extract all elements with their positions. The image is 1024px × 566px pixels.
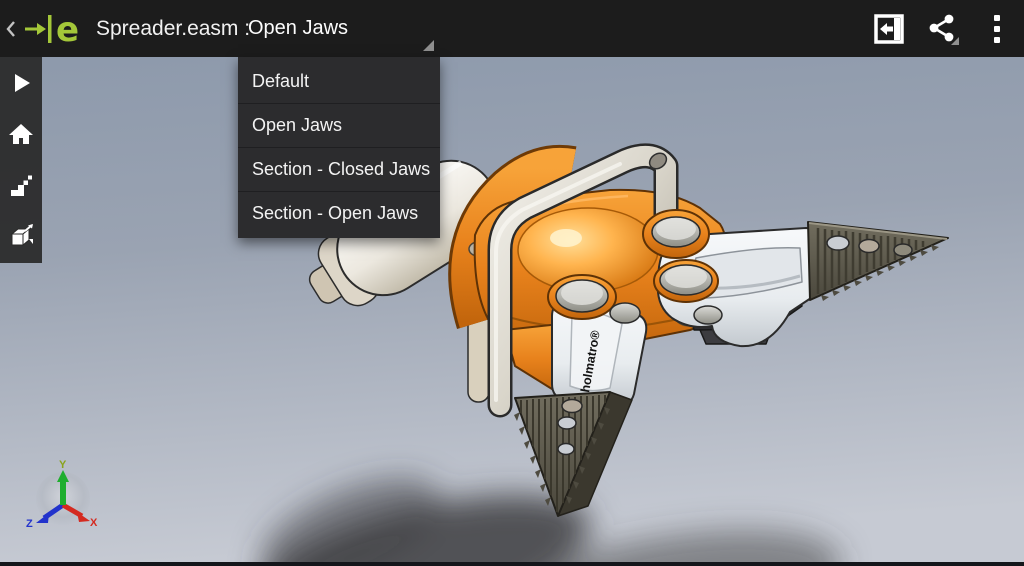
spinner-selected-label: Open Jaws — [248, 17, 349, 39]
cube-explode-button[interactable] — [0, 215, 42, 259]
share-button[interactable] — [916, 0, 970, 57]
right-jaw — [807, 221, 949, 301]
home-view-button[interactable] — [0, 112, 42, 156]
overflow-menu-icon — [994, 14, 1000, 43]
axis-y-label: Y — [59, 459, 67, 471]
left-toolbar — [0, 57, 42, 263]
return-button[interactable] — [862, 0, 916, 57]
cube-explode-icon — [10, 224, 33, 247]
spreader-model[interactable]: olmatro holmatro® — [291, 143, 949, 517]
share-icon — [929, 14, 959, 45]
axis-z-label: Z — [26, 518, 33, 530]
steps-icon — [11, 175, 32, 196]
steps-button[interactable] — [0, 164, 42, 208]
menu-item-section-closed-jaws[interactable]: Section - Closed Jaws — [238, 147, 440, 191]
play-animation-icon — [15, 73, 30, 92]
logo-letter: e — [56, 10, 79, 50]
edrawings-logo: e — [22, 8, 86, 50]
home-view-icon — [9, 124, 33, 145]
document-title: Spreader.easm : — [96, 16, 251, 40]
pivot-pins — [547, 209, 723, 325]
bottom-jaw — [514, 391, 633, 517]
spinner-caret-icon — [423, 40, 434, 51]
screen-bottom-edge — [0, 562, 1024, 566]
menu-item-section-open-jaws[interactable]: Section - Open Jaws — [238, 191, 440, 235]
back-chevron-icon — [6, 20, 15, 37]
configuration-dropdown: Default Open Jaws Section - Closed Jaws … — [238, 57, 440, 238]
action-bar-actions — [862, 0, 1024, 57]
axis-x-label: X — [90, 517, 98, 529]
overflow-menu-button[interactable] — [970, 0, 1024, 57]
action-bar: e Spreader.easm : Open Jaws — [0, 0, 1024, 57]
menu-item-open-jaws[interactable]: Open Jaws — [238, 103, 440, 147]
menu-item-default[interactable]: Default — [252, 71, 310, 91]
carry-handle — [487, 143, 679, 418]
axis-triad: Y X Z — [26, 459, 98, 530]
configuration-spinner[interactable]: Open Jaws — [238, 0, 438, 57]
play-animation-button[interactable] — [0, 61, 42, 105]
back-button[interactable] — [0, 0, 22, 57]
return-box-icon — [874, 13, 904, 44]
